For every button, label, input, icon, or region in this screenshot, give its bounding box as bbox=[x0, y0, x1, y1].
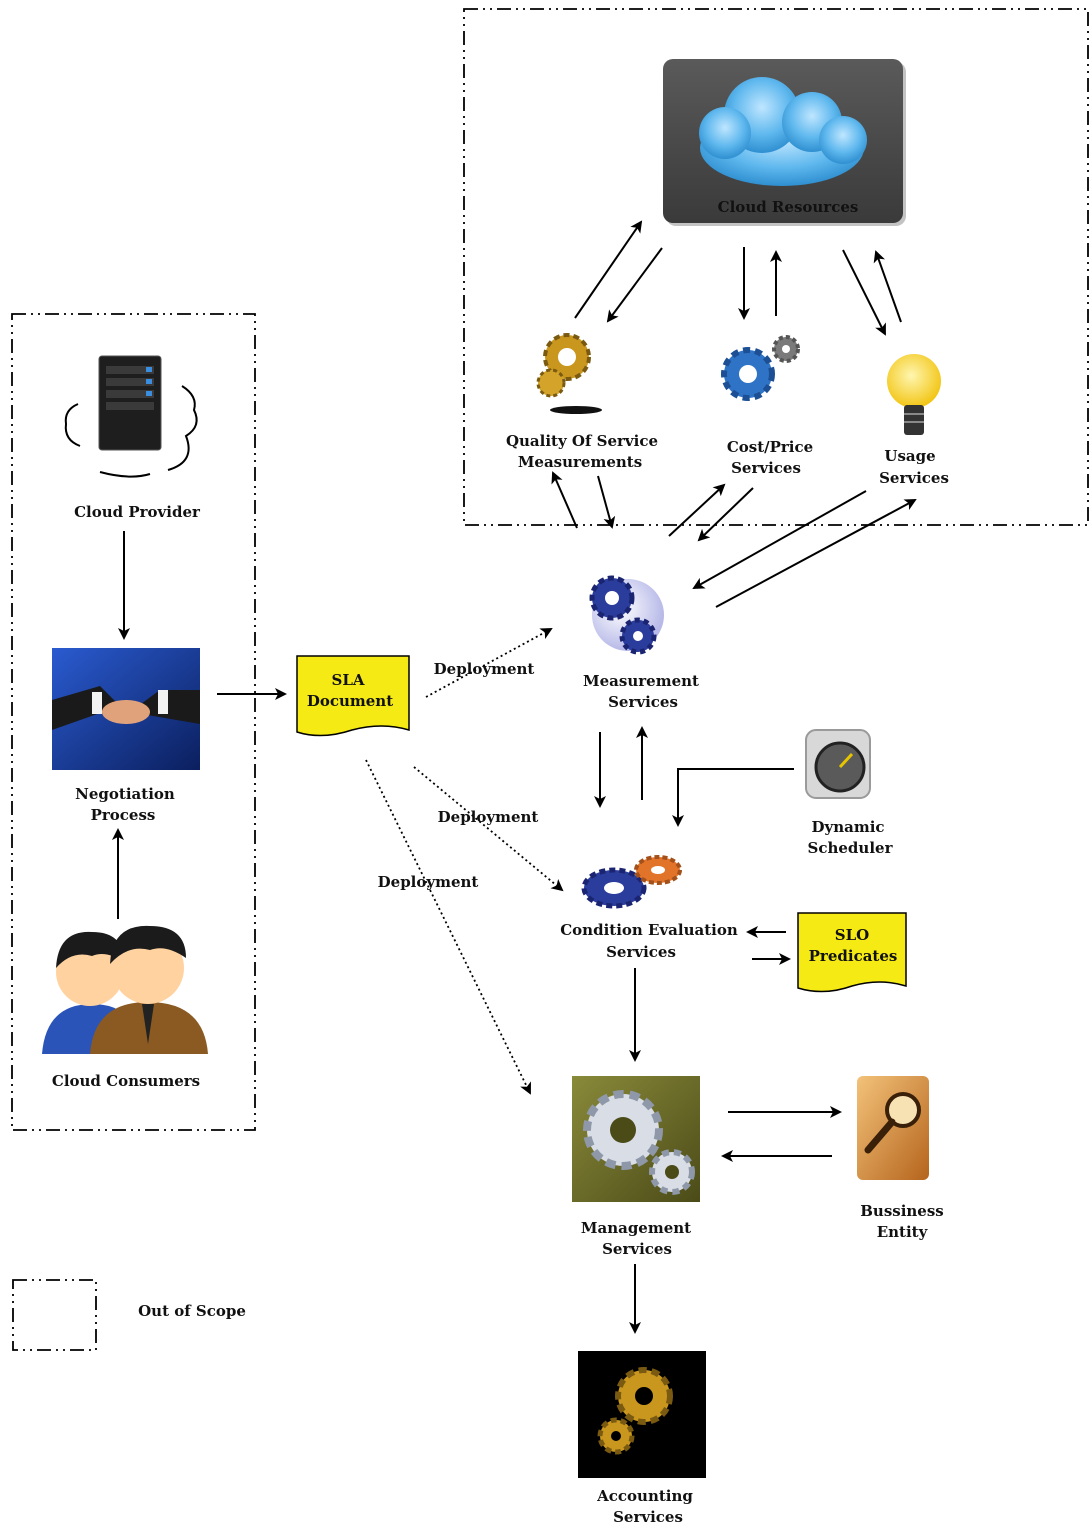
consumer-scope-boundary bbox=[11, 313, 256, 1131]
server-icon bbox=[64, 355, 198, 478]
deployment-label-1: Deployment bbox=[434, 660, 535, 678]
cloud-scope-boundary bbox=[463, 8, 1089, 526]
management-services-node: Management Services bbox=[572, 1076, 700, 1258]
condition-evaluation-label-line1: Condition Evaluation bbox=[560, 921, 738, 939]
slo-label-line1: SLO bbox=[835, 926, 869, 944]
edge-measurement-to-cost bbox=[668, 483, 726, 537]
users-icon bbox=[42, 925, 208, 1054]
management-label-line1: Management bbox=[581, 1219, 691, 1237]
dark-gold-gears-icon bbox=[578, 1351, 706, 1478]
cloud-consumers-node: Cloud Consumers bbox=[42, 925, 208, 1090]
out-of-scope-legend-label: Out of Scope bbox=[138, 1302, 246, 1320]
light-bulb-icon bbox=[887, 354, 941, 435]
gold-gears-icon bbox=[536, 333, 602, 414]
edge-usage-to-cloud bbox=[873, 250, 902, 323]
handshake-icon bbox=[52, 648, 200, 770]
dynamic-scheduler-label-line2: Scheduler bbox=[808, 839, 894, 857]
accounting-label-line1: Accounting bbox=[596, 1487, 693, 1505]
cost-price-label-line2: Services bbox=[731, 459, 801, 477]
edge-cost-to-measurement bbox=[697, 487, 754, 542]
negotiation-label-line1: Negotiation bbox=[75, 785, 175, 803]
negotiation-process-node: Negotiation Process bbox=[52, 648, 200, 824]
sla-document-node: SLA Document bbox=[296, 655, 410, 737]
edge-qos-to-cloud bbox=[574, 220, 643, 319]
cost-price-label-line1: Cost/Price bbox=[727, 438, 813, 456]
deployment-edges: Deployment Deployment Deployment bbox=[365, 628, 564, 1095]
business-entity-label-line1: Bussiness bbox=[860, 1202, 944, 1220]
edge-sla-deploy-measurement bbox=[425, 628, 553, 698]
edge-sla-deploy-condition bbox=[413, 766, 564, 892]
condition-evaluation-node: Condition Evaluation Services bbox=[560, 855, 738, 961]
edge-cloud-to-usage bbox=[842, 249, 886, 336]
negotiation-label-line2: Process bbox=[91, 806, 156, 824]
cost-price-node: Cost/Price Services bbox=[721, 335, 813, 477]
cloud-provider-label: Cloud Provider bbox=[74, 503, 201, 521]
cloud-consumers-label: Cloud Consumers bbox=[52, 1072, 200, 1090]
management-label-line2: Services bbox=[602, 1240, 672, 1258]
cloud-resources-node: Cloud Resources bbox=[663, 59, 906, 226]
cloud-provider-node: Cloud Provider bbox=[64, 355, 201, 521]
edge-sla-deploy-management bbox=[365, 759, 531, 1095]
dynamic-scheduler-label-line1: Dynamic bbox=[811, 818, 884, 836]
solid-edges bbox=[112, 220, 917, 1334]
cloud-icon bbox=[699, 77, 867, 186]
clock-gauge-icon bbox=[805, 729, 871, 799]
edge-measurement-to-qos bbox=[551, 471, 578, 529]
measurement-label-line1: Measurement bbox=[583, 672, 699, 690]
edge-measurement-to-usage bbox=[715, 499, 917, 608]
sla-label-line2: Document bbox=[307, 692, 393, 710]
qos-measurements-node: Quality Of Service Measurements bbox=[506, 333, 658, 471]
edge-scheduler-to-condition bbox=[672, 768, 794, 827]
out-of-scope-legend-symbol bbox=[12, 1279, 97, 1351]
usage-services-node: Usage Services bbox=[879, 354, 949, 487]
usage-label-line2: Services bbox=[879, 469, 949, 487]
accounting-services-node: Accounting Services bbox=[578, 1351, 706, 1526]
condition-evaluation-label-line2: Services bbox=[606, 943, 676, 961]
sla-label-line1: SLA bbox=[331, 671, 364, 689]
deployment-label-2: Deployment bbox=[438, 808, 539, 826]
edge-qos-to-measurement bbox=[597, 475, 616, 529]
blue-orange-gears-icon bbox=[581, 855, 682, 909]
accounting-label-line2: Services bbox=[613, 1508, 683, 1526]
blue-gear-icon bbox=[721, 335, 800, 401]
qos-label-line2: Measurements bbox=[518, 453, 642, 471]
measurement-services-node: Measurement Services bbox=[583, 575, 699, 711]
edge-cloud-to-qos bbox=[606, 247, 663, 323]
deployment-label-3: Deployment bbox=[378, 873, 479, 891]
dynamic-scheduler-node: Dynamic Scheduler bbox=[805, 729, 894, 857]
business-entity-node: Bussiness Entity bbox=[857, 1076, 944, 1241]
slo-predicates-node: SLO Predicates bbox=[797, 912, 907, 993]
cloud-resources-label: Cloud Resources bbox=[718, 198, 859, 216]
edge-usage-to-measurement bbox=[692, 490, 867, 589]
blue-gears-icon bbox=[589, 575, 664, 655]
silver-gears-icon bbox=[572, 1076, 700, 1202]
qos-label-line1: Quality Of Service bbox=[506, 432, 658, 450]
magnifier-icon bbox=[857, 1076, 929, 1180]
measurement-label-line2: Services bbox=[608, 693, 678, 711]
business-entity-label-line2: Entity bbox=[877, 1223, 929, 1241]
slo-label-line2: Predicates bbox=[809, 947, 898, 965]
usage-label-line1: Usage bbox=[884, 447, 935, 465]
